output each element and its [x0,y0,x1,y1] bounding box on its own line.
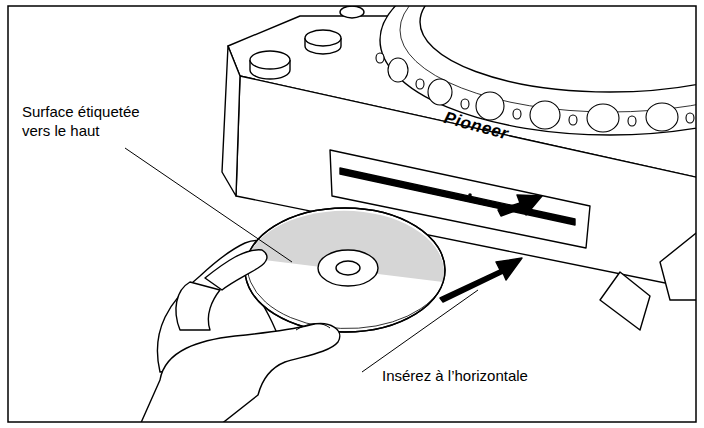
buttons [250,6,364,79]
player-front [236,76,696,290]
insert-arrow [498,195,542,216]
insert-arrow [440,258,522,302]
callout-text: Surface étiquetée vers le haut [22,102,172,140]
frame [8,6,696,422]
leader-line [362,290,478,372]
hand [140,324,340,422]
jog-wheel [380,6,696,135]
player-side [222,46,240,196]
jog-wheel-ring [400,6,696,112]
player-foot [660,230,696,300]
jog-wheel-inner [420,6,696,92]
brand-logo: Pioneer [442,108,563,157]
finger [205,250,267,290]
leader-line [125,148,292,262]
compact-disc [245,208,445,332]
callout-text: Insérez à l’horizontale [382,366,642,385]
hand [176,282,220,330]
